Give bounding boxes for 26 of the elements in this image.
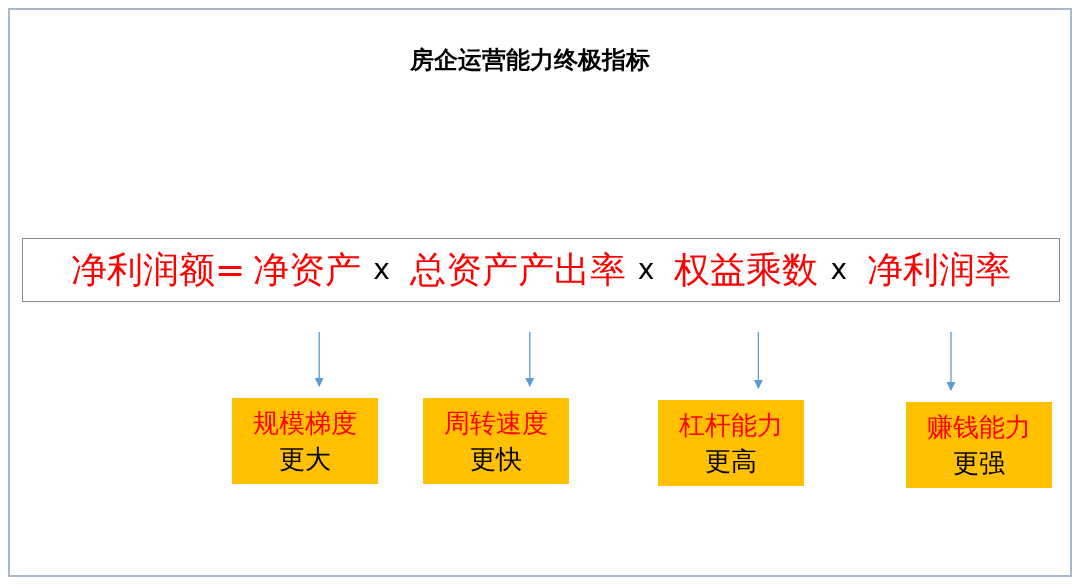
title: 房企运营能力终极指标 <box>409 45 651 76</box>
multiply-sign: x <box>373 252 390 288</box>
box-subtext: 更快 <box>470 443 522 476</box>
arrow <box>525 331 535 387</box>
formula-term: 权益乘数 <box>674 243 819 297</box>
multiply-sign: x <box>637 252 655 288</box>
arrow <box>753 331 763 389</box>
result-box <box>906 402 1052 488</box>
formula-term: 总资产产出率 <box>409 243 626 297</box>
formula-term: 净利润率 <box>866 243 1011 297</box>
formula-term: 净资产 <box>253 243 362 297</box>
formula-box <box>22 238 1060 302</box>
formula-result-text: 净利润额= <box>71 248 246 292</box>
box-heading: 周转速度 <box>444 407 548 440</box>
box-heading: 规模梯度 <box>253 407 357 440</box>
box-subtext: 更高 <box>705 445 757 478</box>
box-heading: 杠杆能力 <box>679 409 783 442</box>
result-box <box>232 398 378 484</box>
arrow <box>946 331 956 391</box>
box-subtext: 更大 <box>279 443 331 476</box>
box-heading: 赚钱能力 <box>927 411 1031 444</box>
result-box <box>658 400 804 486</box>
box-subtext: 更强 <box>953 447 1005 480</box>
arrow <box>314 331 324 387</box>
multiply-sign: x <box>830 252 847 288</box>
result-box <box>423 398 569 484</box>
